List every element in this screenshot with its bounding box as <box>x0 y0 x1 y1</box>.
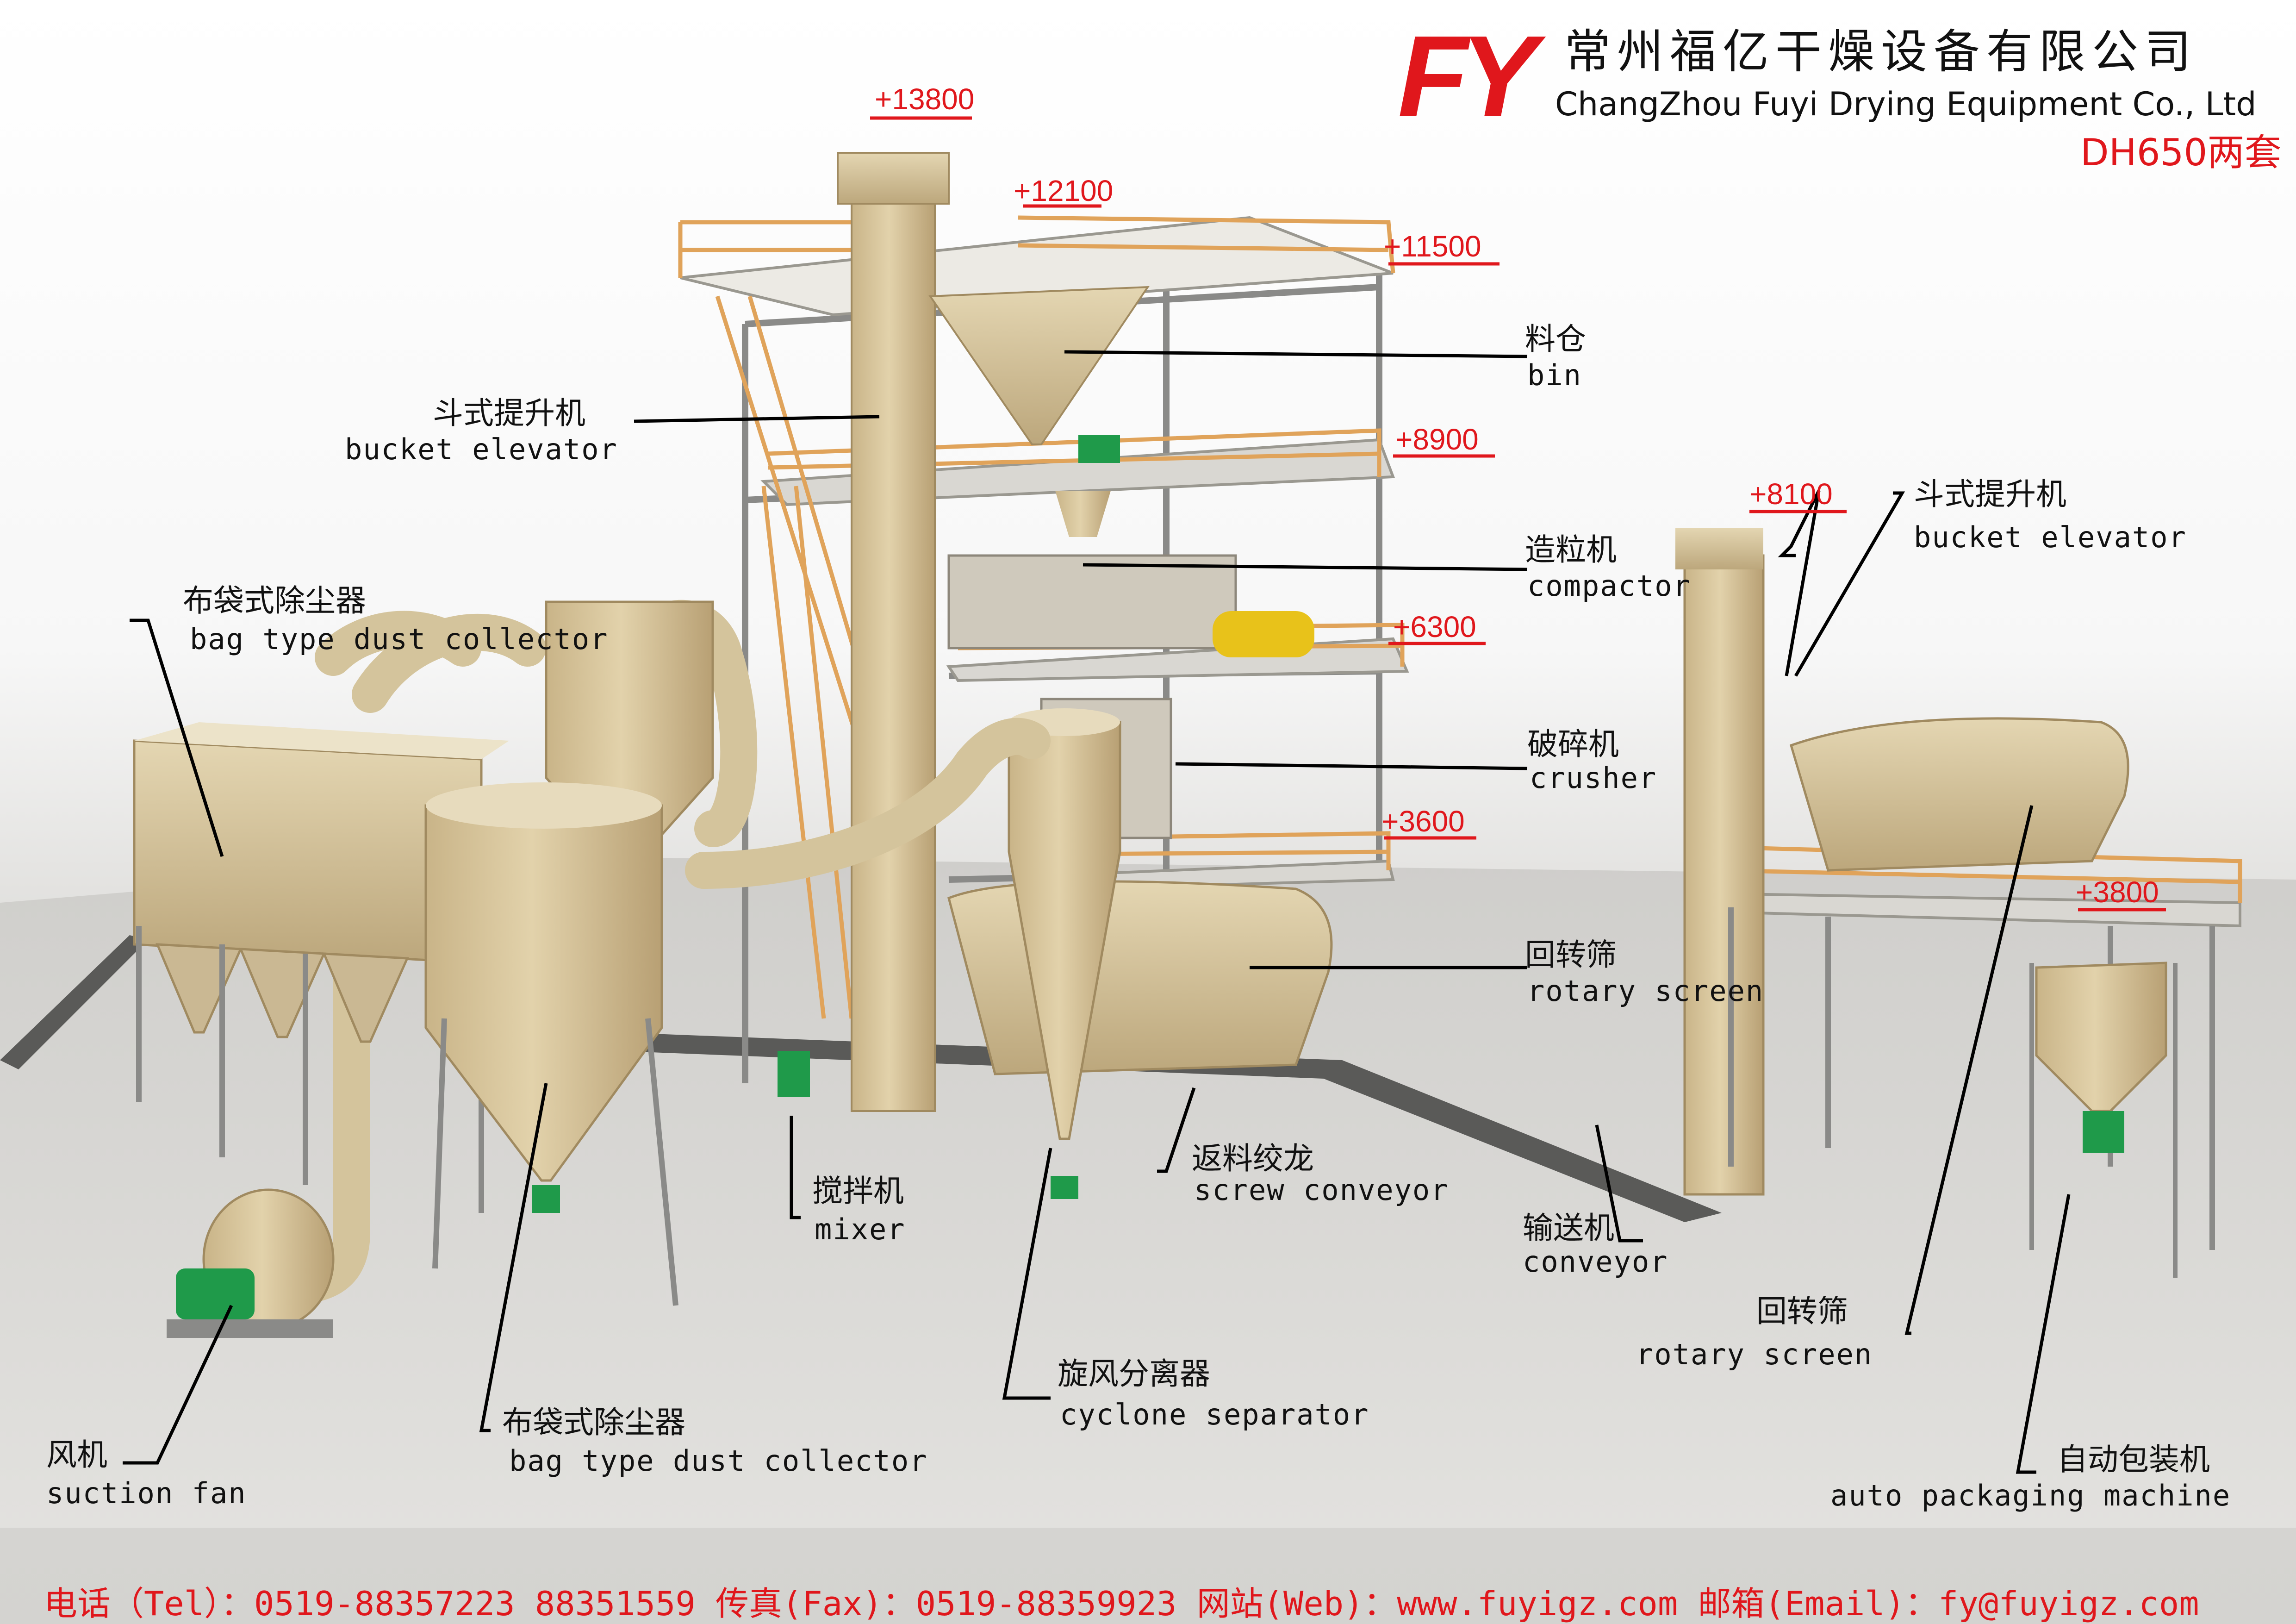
collector-roof <box>134 722 509 759</box>
elevation-13800: +13800 <box>875 82 975 116</box>
label-screw-conveyor-cn: 返料绞龙 <box>1192 1141 1314 1176</box>
leader-lines <box>123 350 2071 1474</box>
label-bin-cn: 料仓 <box>1525 321 1586 357</box>
label-rotary-screen-mid-en: rotary screen <box>1527 974 1764 1008</box>
label-suction-fan-en: suction fan <box>46 1476 247 1510</box>
bucket-elevator-main <box>851 194 936 1112</box>
contact-footer: 电话（Tel）：0519-88357223 88351559 传真(Fax)：0… <box>44 1584 2199 1623</box>
fan-motor <box>176 1268 255 1319</box>
label-cyclone-cn: 旋风分离器 <box>1058 1356 1210 1392</box>
label-suction-fan-cn: 风机 <box>46 1437 107 1473</box>
label-compactor-cn: 造粒机 <box>1525 532 1617 568</box>
label-bucket-elevator-main-cn: 斗式提升机 <box>433 395 585 431</box>
label-bucket-elevator-right-en: bucket elevator <box>1914 520 2187 554</box>
elevation-3800: +3800 <box>2076 875 2159 909</box>
label-bag-collector-bottom-en: bag type dust collector <box>509 1444 928 1478</box>
label-crusher-en: crusher <box>1530 761 1657 795</box>
elevation-3600: +3600 <box>1381 805 1465 838</box>
belt-conveyor-trench <box>616 1032 1722 1222</box>
label-rotary-screen-right-cn: 回转筛 <box>1756 1293 1848 1329</box>
label-conveyor-en: conveyor <box>1523 1245 1668 1279</box>
fan-base <box>167 1319 333 1338</box>
elevation-8900: +8900 <box>1395 423 1479 456</box>
elevation-12100: +12100 <box>1014 174 1114 207</box>
right-elevator-head <box>1675 528 1763 569</box>
cyclone-valve <box>1051 1176 1078 1199</box>
label-compactor-en: compactor <box>1527 569 1691 603</box>
label-mixer-cn: 搅拌机 <box>812 1173 904 1209</box>
packaging-frame <box>2029 963 2178 1278</box>
elevator-head <box>837 152 950 205</box>
bin-hopper <box>928 286 1150 445</box>
label-rotary-screen-mid-cn: 回转筛 <box>1525 937 1617 973</box>
elevation-6300: +6300 <box>1393 610 1476 643</box>
company-logo: FY <box>1398 12 1537 141</box>
mixer-motor <box>778 1051 810 1097</box>
label-conveyor-cn: 输送机 <box>1523 1210 1614 1246</box>
compactor-hopper <box>1055 491 1111 537</box>
label-cyclone-en: cyclone separator <box>1060 1398 1369 1431</box>
collector-hoppers <box>156 943 409 1043</box>
collector-valve <box>532 1185 560 1213</box>
label-crusher-cn: 破碎机 <box>1527 726 1619 762</box>
conveyor-left <box>0 935 148 1069</box>
label-bag-collector-top-en: bag type dust collector <box>190 622 609 656</box>
label-packaging-cn: 自动包装机 <box>2057 1442 2210 1477</box>
bucket-elevator-right <box>1683 554 1765 1196</box>
label-bag-collector-top-cn: 布袋式除尘器 <box>183 583 366 618</box>
label-bin-en: bin <box>1527 358 1582 392</box>
hydraulic-tank <box>1213 611 1314 657</box>
elevation-11500: +11500 <box>1384 230 1481 263</box>
label-mixer-en: mixer <box>815 1212 906 1246</box>
compactor-body <box>947 554 1237 650</box>
label-bucket-elevator-right-cn: 斗式提升机 <box>1914 476 2066 512</box>
label-bag-collector-bottom-cn: 布袋式除尘器 <box>502 1405 685 1440</box>
label-screw-conveyor-en: screw conveyor <box>1194 1173 1449 1207</box>
elevation-markers <box>870 116 2166 912</box>
packaging-unit <box>2083 1111 2124 1153</box>
motor-green <box>1078 435 1120 463</box>
model-number: DH650两套 <box>2080 131 2282 174</box>
label-rotary-screen-right-en: rotary screen <box>1636 1337 1873 1371</box>
rotary-screen-right <box>1789 717 2129 872</box>
round-collector-legs <box>432 1018 678 1306</box>
round-collector-top <box>426 782 662 829</box>
rotary-screen-mid <box>947 880 1333 1075</box>
company-name-cn: 常州福亿干燥设备有限公司 <box>1564 25 2197 79</box>
company-name-en: ChangZhou Fuyi Drying Equipment Co., Ltd <box>1555 85 2257 123</box>
label-packaging-en: auto packaging machine <box>1830 1479 2231 1512</box>
elevation-8100: +8100 <box>1749 477 1833 511</box>
label-bucket-elevator-main-en: bucket elevator <box>345 432 618 466</box>
